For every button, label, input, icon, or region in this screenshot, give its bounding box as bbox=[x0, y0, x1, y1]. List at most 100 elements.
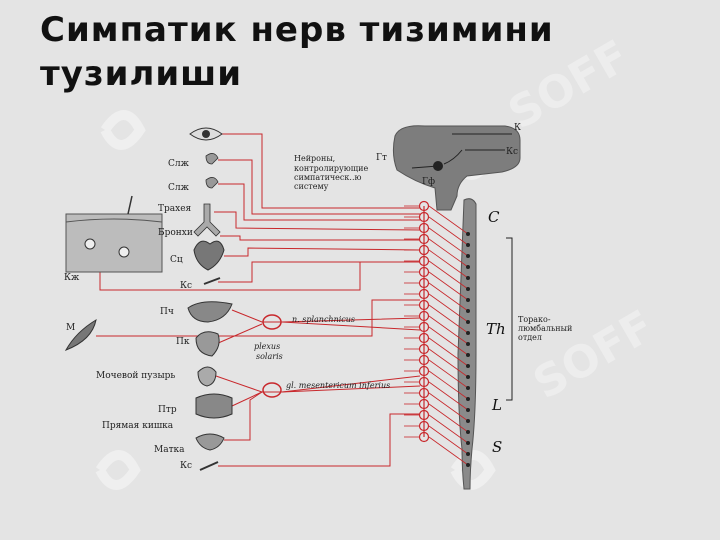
chain-ganglion bbox=[418, 310, 430, 322]
label-muscle: М bbox=[66, 323, 75, 333]
region-label-1: Торако- bbox=[518, 315, 551, 324]
nerve-fiber bbox=[218, 159, 420, 215]
cord-neuron bbox=[466, 342, 470, 346]
label-organ-bladder: Мочевой пузырь bbox=[96, 371, 175, 381]
nerve-fiber bbox=[96, 299, 420, 337]
preganglionic-fiber bbox=[428, 359, 469, 389]
cord-neuron bbox=[466, 232, 470, 236]
label-plexus: plexus bbox=[254, 342, 280, 351]
preganglionic-fiber bbox=[428, 227, 469, 257]
label-organ-uterus: Матка bbox=[154, 445, 185, 455]
celiac-ganglion bbox=[262, 314, 282, 330]
nerve-fiber bbox=[215, 323, 263, 345]
trachea-bronchi-icon bbox=[193, 203, 221, 237]
label-solaris: solaris bbox=[256, 352, 283, 361]
label-organ-pancreas: Пк bbox=[176, 337, 190, 347]
preganglionic-fiber bbox=[428, 260, 469, 290]
pancreas-icon bbox=[195, 331, 220, 357]
slide-title: Симпатик нерв тизимини тузилиши bbox=[40, 10, 554, 94]
chain-ganglion bbox=[418, 354, 430, 366]
label-organ-slzh-1: Слж bbox=[168, 159, 190, 169]
preganglionic-fiber bbox=[428, 425, 469, 455]
cord-neuron bbox=[466, 309, 470, 313]
chain-ganglion bbox=[418, 255, 430, 267]
cord-neuron bbox=[466, 353, 470, 357]
chain-ganglion bbox=[418, 398, 430, 410]
label-organ-vessel-1: Кс bbox=[180, 281, 192, 291]
label-organ-trachea: Трахея bbox=[158, 204, 192, 214]
brain-outline bbox=[392, 125, 521, 211]
nerve-fiber bbox=[222, 133, 420, 209]
label-brain-Gf: Гф bbox=[422, 177, 435, 187]
vessel-icon bbox=[203, 277, 221, 285]
chain-ganglion bbox=[418, 266, 430, 278]
segment-L: L bbox=[491, 396, 502, 414]
preganglionic-fiber bbox=[428, 414, 469, 444]
segment-Th: Th bbox=[486, 320, 506, 338]
chain-ganglion bbox=[418, 409, 430, 421]
cord-neuron bbox=[466, 276, 470, 280]
nerve-fiber bbox=[281, 321, 421, 331]
nerve-fiber bbox=[220, 235, 420, 241]
label-organ-rectum: Прямая кишка bbox=[102, 421, 174, 431]
neuron-note-line-2: контролирующие bbox=[294, 164, 368, 173]
bladder-icon bbox=[197, 366, 217, 387]
cord-neuron bbox=[466, 254, 470, 258]
preganglionic-fiber bbox=[428, 282, 469, 312]
cord-neuron bbox=[466, 386, 470, 390]
cord-neuron bbox=[466, 408, 470, 412]
nerve-fiber bbox=[218, 183, 420, 221]
cord-neuron bbox=[466, 298, 470, 302]
cord-neuron bbox=[466, 375, 470, 379]
label-organ-liver: Пч bbox=[160, 307, 174, 317]
chain-ganglion bbox=[418, 343, 430, 355]
segment-labels: C Th L S Торако- люмбальный отдел bbox=[486, 208, 572, 456]
cord-neuron bbox=[466, 430, 470, 434]
chain-ganglion bbox=[418, 387, 430, 399]
sympathetic-chain bbox=[404, 200, 470, 467]
region-bracket bbox=[506, 237, 513, 401]
label-organ-heart: Сц bbox=[170, 255, 183, 265]
salivary-gland-icon bbox=[205, 177, 219, 189]
preganglionic-fiber bbox=[428, 403, 469, 433]
chain-ganglion bbox=[418, 321, 430, 333]
prevertebral-ganglia: n. splanchnicus plexus solaris gl. mesen… bbox=[254, 314, 390, 398]
chain-ganglion bbox=[418, 222, 430, 234]
label-brain-Ks: Кс bbox=[506, 147, 518, 157]
preganglionic-fiber bbox=[428, 348, 469, 378]
uterus-icon bbox=[195, 433, 225, 451]
preganglionic-fiber bbox=[428, 304, 469, 334]
neuron-note-line-4: систему bbox=[294, 182, 329, 191]
label-organ-bronchi: Бронхи bbox=[158, 228, 193, 238]
heart-icon bbox=[193, 240, 225, 271]
cord-neuron bbox=[466, 331, 470, 335]
preganglionic-fiber bbox=[428, 238, 469, 268]
preganglionic-fiber bbox=[428, 293, 469, 323]
preganglionic-fiber bbox=[428, 315, 469, 345]
skin-section bbox=[65, 213, 163, 273]
label-organ-ptr: Птр bbox=[158, 405, 177, 415]
nerve-fiber bbox=[281, 375, 421, 393]
nerve-fiber bbox=[214, 211, 421, 231]
nerve-fiber bbox=[231, 309, 421, 323]
label-mesentericum: gl. mesentericum inferius bbox=[286, 381, 390, 390]
label-organ-slzh-2: Слж bbox=[168, 183, 190, 193]
chain-ganglion bbox=[418, 332, 430, 344]
vessel-icon bbox=[199, 461, 219, 471]
preganglionic-fiber bbox=[428, 370, 469, 400]
nerve-fiber bbox=[99, 261, 420, 291]
nerve-fiber bbox=[218, 413, 420, 467]
cord-neuron bbox=[466, 265, 470, 269]
chain-ganglion bbox=[418, 365, 430, 377]
organ-labels: Слж Слж Трахея Бронхи Сц Кс Пч Пк Мочево… bbox=[64, 159, 193, 471]
label-brain-K: К bbox=[514, 123, 521, 133]
watermark: SOFF SOFF bbox=[95, 31, 662, 490]
segment-C: C bbox=[488, 208, 500, 226]
nerve-fiber bbox=[231, 391, 263, 407]
cord-neuron bbox=[466, 463, 470, 467]
salivary-gland-icon bbox=[205, 153, 219, 165]
organ-drawings bbox=[64, 127, 233, 471]
preganglionic-fiber bbox=[428, 381, 469, 411]
cord-neuron bbox=[466, 452, 470, 456]
